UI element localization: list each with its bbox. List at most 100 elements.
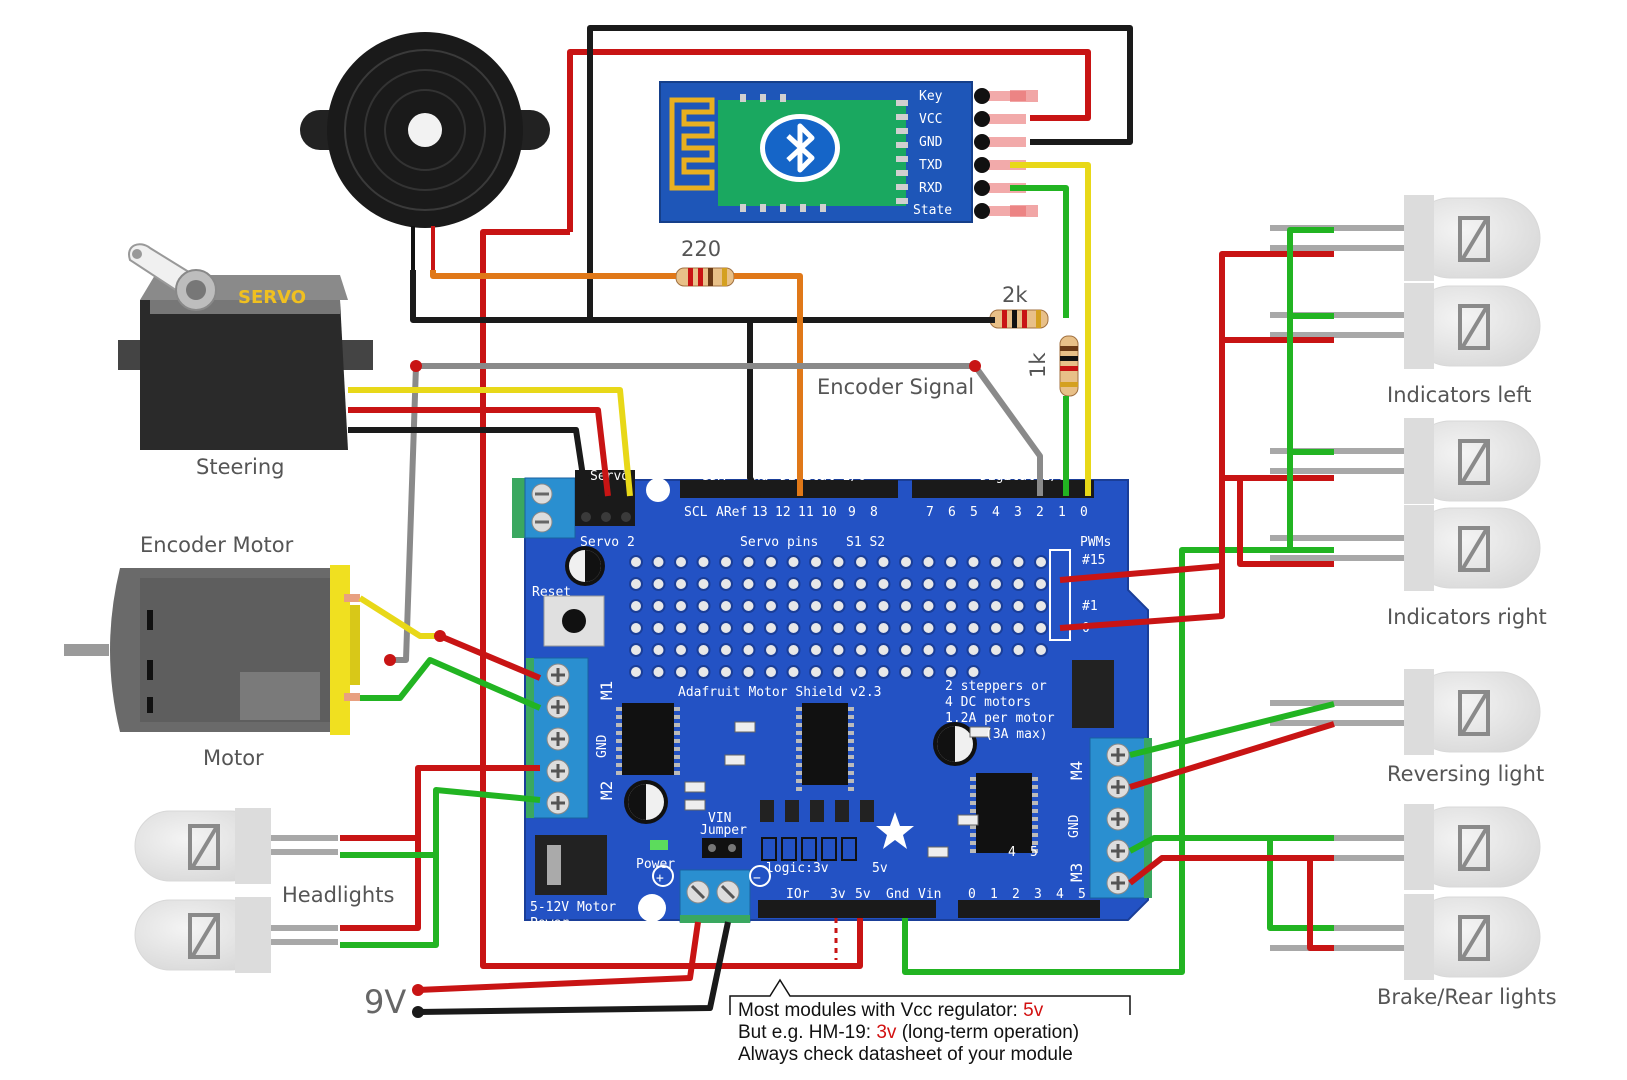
reversing-led <box>1270 669 1541 755</box>
note-line-1-value: 5v <box>1023 1000 1044 1021</box>
ic-pin <box>1032 825 1038 829</box>
proto-hole <box>831 555 846 569</box>
wire-motor-green <box>360 657 542 711</box>
ic-pin <box>970 849 976 853</box>
brake-rear-lights-label: Brake/Rear lights <box>1377 985 1557 1009</box>
ic-pin <box>616 731 622 735</box>
note-line-2-text: But e.g. HM-19: <box>738 1022 877 1043</box>
ic-pin <box>796 779 802 783</box>
m3-label: M3 <box>1067 863 1086 882</box>
ic-pin <box>796 755 802 759</box>
proto-hole <box>1011 621 1026 635</box>
indicators-right-label: Indicators right <box>1387 605 1547 629</box>
ic-pin <box>970 777 976 781</box>
proto-hole <box>1011 577 1026 591</box>
proto-hole <box>741 665 756 679</box>
proto-hole <box>786 555 801 569</box>
wire-bt-vcc <box>567 49 1091 232</box>
bt-header-pins <box>978 91 1026 216</box>
ic-pin <box>796 715 802 719</box>
analog-4: 4 <box>1056 887 1064 902</box>
bt-pin-gnd: GND <box>919 135 943 150</box>
proto-hole <box>831 599 846 613</box>
stepper-4-label: 4 <box>1008 845 1016 860</box>
pin-4: 4 <box>992 505 1000 520</box>
servo: SERVO <box>118 243 373 450</box>
brake-led-2 <box>1270 894 1541 980</box>
proto-hole <box>651 621 666 635</box>
proto-hole <box>989 643 1003 657</box>
ic-pin <box>1032 777 1038 781</box>
proto-hole <box>899 555 913 569</box>
proto-hole <box>876 577 891 591</box>
pin-1: 1 <box>1058 505 1066 520</box>
proto-hole <box>854 599 868 613</box>
proto-hole <box>764 599 778 613</box>
proto-hole <box>719 599 733 613</box>
m2-label: M2 <box>597 781 616 800</box>
bt-pin-txd: TXD <box>919 158 943 173</box>
wire-9v-red <box>417 921 701 993</box>
proto-hole <box>674 621 688 635</box>
proto-hole <box>1034 643 1048 657</box>
ic-pin <box>674 707 680 711</box>
proto-hole <box>786 621 801 635</box>
pwms-label: PWMs <box>1080 535 1111 550</box>
servo-pins-label: Servo pins <box>740 535 818 550</box>
proto-hole <box>966 599 981 613</box>
pin-5: 5 <box>970 505 978 520</box>
proto-hole <box>674 577 688 591</box>
proto-hole <box>876 643 891 657</box>
proto-hole <box>899 577 913 591</box>
proto-hole <box>651 643 666 657</box>
ic-pin <box>848 731 854 735</box>
proto-hole <box>696 577 711 591</box>
ic-pin <box>796 723 802 727</box>
proto-hole <box>876 665 891 679</box>
wire-black-gnd <box>747 320 763 498</box>
indicator-left-led-1 <box>1270 195 1541 281</box>
supply-note: Most modules with Vcc regulator: 5v But … <box>738 1000 1079 1066</box>
wire-motor-yellow <box>358 595 440 639</box>
resistor-2k-label: 2k <box>1002 283 1028 307</box>
ic-pin <box>616 715 622 719</box>
ic-pin <box>848 755 854 759</box>
bluetooth-module: Key VCC GND TXD RXD State <box>659 81 1038 223</box>
indicator-right-led-2 <box>1270 505 1541 591</box>
proto-hole <box>876 621 891 635</box>
proto-hole <box>1011 643 1026 657</box>
ic-pin <box>616 755 622 759</box>
headlight-led-1 <box>134 808 338 884</box>
proto-hole <box>696 555 711 569</box>
proto-hole <box>629 643 643 657</box>
pin-3v: 3v <box>830 887 846 902</box>
ic-pin <box>970 809 976 813</box>
note-line-2: But e.g. HM-19: 3v (long-term operation) <box>738 1022 1079 1044</box>
stepper-5-label: 5 <box>1030 845 1038 860</box>
shield-title: Adafruit Motor Shield v2.3 <box>678 685 882 700</box>
proto-hole <box>809 577 823 591</box>
proto-hole <box>809 665 823 679</box>
s1s2-label: S1 S2 <box>846 535 885 550</box>
led-group <box>134 195 1541 980</box>
proto-hole <box>921 643 936 657</box>
wire-motor-m1a <box>438 633 542 681</box>
proto-hole <box>966 577 981 591</box>
ic-pin <box>796 763 802 767</box>
wire-red-left <box>480 229 863 969</box>
indicator-right-led-1 <box>1270 418 1541 504</box>
ic-pin <box>674 731 680 735</box>
proto-hole <box>629 621 643 635</box>
plus-label: + <box>656 871 664 886</box>
proto-hole <box>786 599 801 613</box>
pin-gnd: Gnd <box>886 887 909 902</box>
proto-hole <box>831 577 846 591</box>
proto-hole <box>944 555 958 569</box>
proto-hole <box>651 665 666 679</box>
resistor-220 <box>675 267 735 287</box>
analog-5: 5 <box>1078 887 1086 902</box>
wire-green-ind <box>1287 227 1334 550</box>
indicator-left-led-2 <box>1270 283 1541 369</box>
wire-m4-red <box>1129 721 1335 790</box>
bt-pin-vcc: VCC <box>919 112 942 127</box>
